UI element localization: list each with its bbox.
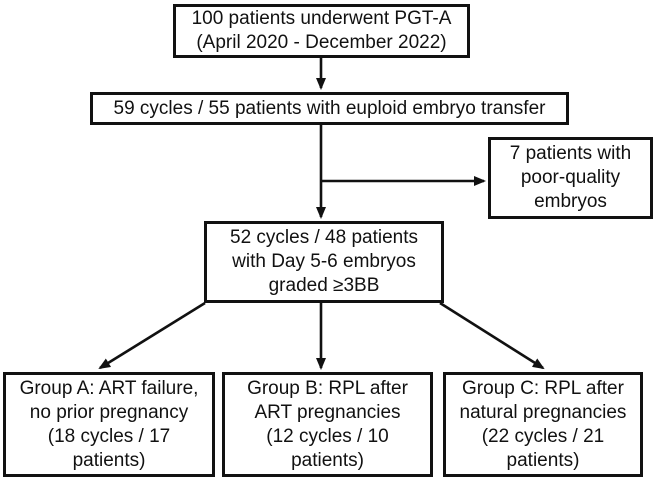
node-pgta-text: 100 patients underwent PGT-A (April 2020…: [191, 8, 452, 53]
node-group-c-text: Group C: RPL after natural pregnancies (…: [459, 377, 627, 471]
node-poor-quality-text: 7 patients with poor-quality embryos: [509, 143, 632, 212]
node-euploid-transfer: 59 cycles / 55 patients with euploid emb…: [90, 92, 569, 125]
node-group-c: Group C: RPL after natural pregnancies (…: [443, 372, 643, 477]
arrow-graded-to-group-a: [98, 301, 206, 370]
node-euploid-text: 59 cycles / 55 patients with euploid emb…: [113, 97, 546, 119]
node-graded-embryos: 52 cycles / 48 patients with Day 5-6 emb…: [204, 221, 444, 303]
node-graded-text: 52 cycles / 48 patients with Day 5-6 emb…: [230, 227, 418, 296]
node-group-a: Group A: ART failure, no prior pregnancy…: [3, 372, 215, 477]
node-group-b-text: Group B: RPL after ART pregnancies (12 c…: [247, 377, 408, 471]
arrow-graded-to-group-c: [439, 301, 545, 370]
node-group-b: Group B: RPL after ART pregnancies (12 c…: [222, 372, 433, 477]
node-poor-quality-embryos: 7 patients with poor-quality embryos: [488, 137, 653, 219]
node-pgta-patients: 100 patients underwent PGT-A (April 2020…: [173, 4, 470, 58]
node-group-a-text: Group A: ART failure, no prior pregnancy…: [19, 377, 199, 471]
